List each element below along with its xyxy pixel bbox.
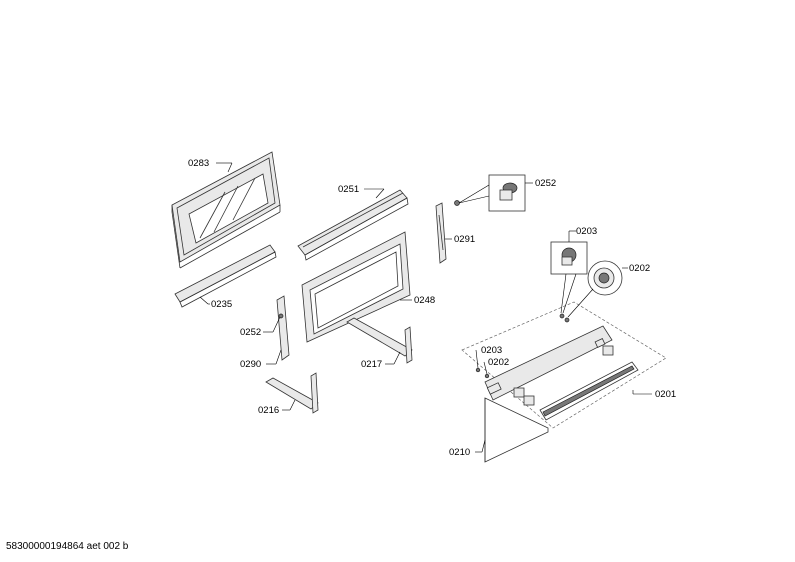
label-0202-top: 0202 — [629, 263, 650, 274]
label-0291: 0291 — [454, 234, 475, 245]
label-0251: 0251 — [338, 184, 359, 195]
label-0248: 0248 — [414, 295, 435, 306]
label-0203-bottom: 0203 — [481, 345, 502, 356]
document-code: 58300000194864 aet 002 b — [6, 541, 129, 552]
part-0201-control-panel — [461, 301, 667, 429]
label-0201: 0201 — [655, 389, 676, 400]
part-0251-rail — [297, 189, 409, 261]
part-0202-large-knob-zoom — [587, 260, 623, 296]
label-0217: 0217 — [361, 359, 382, 370]
part-0217-l-bracket — [346, 317, 413, 364]
part-0235-strip — [174, 244, 277, 308]
part-0210-front-plate — [484, 397, 549, 463]
label-0216: 0216 — [258, 405, 279, 416]
part-0252-screw-zoom — [454, 174, 526, 212]
label-0290: 0290 — [240, 359, 261, 370]
label-0210: 0210 — [449, 447, 470, 458]
label-0235: 0235 — [211, 299, 232, 310]
part-0283-door-glass-frame — [171, 151, 281, 269]
leader-lines — [199, 162, 652, 453]
label-0283: 0283 — [188, 158, 209, 169]
label-0252-mid: 0252 — [240, 327, 261, 338]
part-0290-side-bracket — [276, 295, 290, 361]
part-0216-l-bracket — [265, 372, 319, 414]
part-0291-hinge-bracket — [435, 202, 447, 264]
label-0203-top: 0203 — [576, 226, 597, 237]
part-0203-knob-zoom — [550, 241, 588, 275]
label-0252-top: 0252 — [535, 178, 556, 189]
part-0248-inner-frame — [301, 231, 411, 343]
label-0202-bottom: 0202 — [488, 357, 509, 368]
